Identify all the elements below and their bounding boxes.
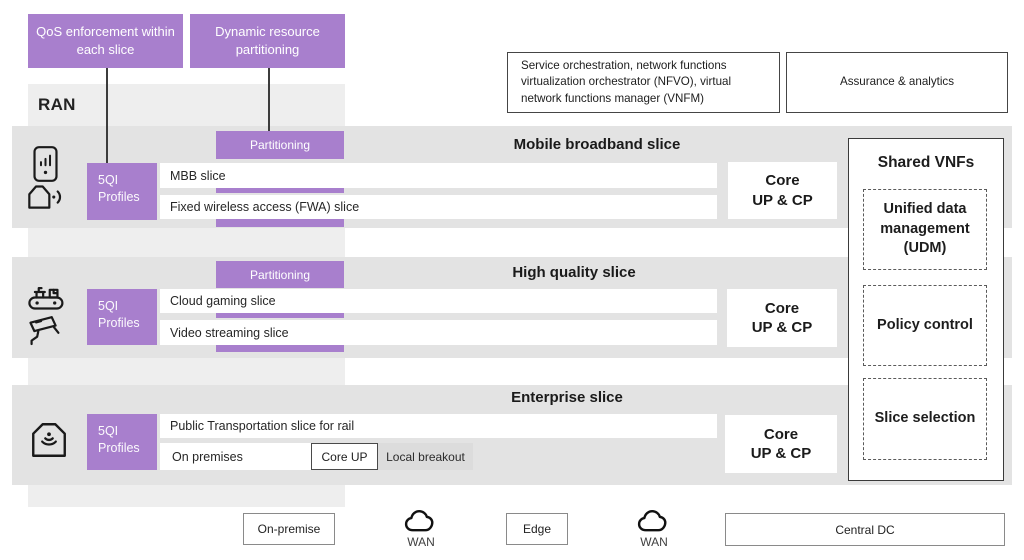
partition-strip	[216, 219, 344, 227]
smartphone-icon	[30, 144, 61, 184]
vnf-item-slice-selection: Slice selection	[863, 378, 987, 460]
slice-title: Mobile broadband slice	[513, 136, 681, 153]
orchestration-box-label: Service orchestration, network functions…	[521, 58, 732, 105]
shared-vnfs-box: Shared VNFs Unified data management (UDM…	[848, 138, 1004, 481]
slice-row: Video streaming slice	[160, 320, 717, 345]
central-dc-label: Central DC	[835, 522, 895, 537]
assurance-box: Assurance & analytics	[786, 52, 1008, 113]
vnf-item-label: Unified data management (UDM)	[880, 201, 970, 257]
dynamic-partitioning-callout: Dynamic resource partitioning	[190, 14, 345, 68]
partitioning-box: Partitioning	[216, 131, 344, 159]
agv-robot-icon	[27, 281, 67, 314]
vnf-item-udm: Unified data management (UDM)	[863, 189, 987, 270]
central-dc-box: Central DC	[725, 513, 1005, 546]
on-premises-label: On premises	[172, 449, 243, 464]
cctv-camera-icon	[26, 313, 64, 347]
slice-title: Enterprise slice	[511, 389, 623, 406]
qi-label-line2: Profiles	[98, 440, 140, 455]
partition-strip	[216, 345, 344, 352]
dynamic-partitioning-label: Dynamic resource partitioning	[215, 24, 320, 57]
slice-row-label: Public Transportation slice for rail	[170, 419, 355, 433]
core-up-cp-box: Core UP & CP	[728, 162, 837, 219]
qi-label-line1: 5QI	[98, 424, 119, 438]
vnf-item-policy-control: Policy control	[863, 285, 987, 366]
qi-label-line1: 5QI	[98, 299, 119, 313]
qos-callout: QoS enforcement within each slice	[28, 14, 183, 68]
edge-label: Edge	[522, 522, 552, 536]
on-premises-row: On premises	[160, 443, 312, 470]
core-up-cp-box: Core UP & CP	[727, 289, 837, 347]
slice-row-label: Video streaming slice	[170, 325, 289, 340]
slice-row-label: Fixed wireless access (FWA) slice	[170, 200, 360, 214]
slice-row: Public Transportation slice for rail	[160, 414, 717, 438]
core-label-line2: UP & CP	[751, 319, 813, 336]
partitioning-box: Partitioning	[216, 261, 344, 288]
slice-row: Cloud gaming slice	[160, 289, 717, 313]
orchestration-box: Service orchestration, network functions…	[507, 52, 780, 113]
core-label-line2: UP & CP	[750, 445, 812, 462]
on-premise-label: On-premise	[257, 522, 321, 536]
vnf-item-label: Slice selection	[874, 410, 976, 427]
qi-label-line2: Profiles	[98, 315, 140, 330]
core-label-line1: Core	[763, 425, 799, 443]
local-breakout-label: Local breakout	[386, 449, 465, 464]
local-breakout-box: Local breakout	[378, 443, 473, 470]
core-label-line1: Core	[764, 299, 800, 317]
qi-label-line2: Profiles	[98, 189, 140, 204]
ran-label: RAN	[38, 95, 76, 114]
partitioning-label: Partitioning	[249, 138, 311, 152]
qi-profiles-box: 5QI Profiles	[87, 163, 157, 220]
qos-callout-label: QoS enforcement within each slice	[36, 24, 175, 57]
partitioning-connector-line	[268, 68, 270, 131]
core-up-cp-box: Core UP & CP	[725, 415, 837, 473]
core-up-label: Core UP	[321, 449, 368, 464]
slice-row: Fixed wireless access (FWA) slice	[160, 195, 717, 219]
wan-label: WAN	[640, 535, 668, 549]
slice-title: High quality slice	[512, 264, 636, 281]
qos-connector-line	[106, 68, 108, 163]
wan-cloud-icon	[403, 508, 440, 535]
vnf-item-label: Policy control	[877, 316, 973, 333]
premise-building-icon	[28, 419, 70, 461]
partitioning-label: Partitioning	[249, 267, 311, 282]
partition-strip	[216, 313, 344, 318]
wan-label: WAN	[407, 535, 435, 549]
qi-label-line1: 5QI	[98, 173, 119, 187]
core-label-line2: UP & CP	[752, 191, 813, 209]
assurance-box-label: Assurance & analytics	[839, 75, 955, 89]
qi-profiles-box: 5QI Profiles	[87, 414, 157, 470]
qi-profiles-box: 5QI Profiles	[87, 289, 157, 345]
fwa-house-icon	[26, 182, 66, 211]
slice-row-label: Cloud gaming slice	[170, 294, 276, 308]
shared-vnfs-title: Shared VNFs	[877, 154, 975, 171]
wan-cloud-icon	[636, 508, 673, 535]
slice-row-label: MBB slice	[170, 168, 226, 183]
core-up-box: Core UP	[311, 443, 378, 470]
core-label-line1: Core	[765, 172, 800, 189]
slice-row: MBB slice	[160, 163, 717, 188]
edge-box: Edge	[506, 513, 568, 545]
on-premise-box: On-premise	[243, 513, 335, 545]
partition-strip	[216, 188, 344, 193]
